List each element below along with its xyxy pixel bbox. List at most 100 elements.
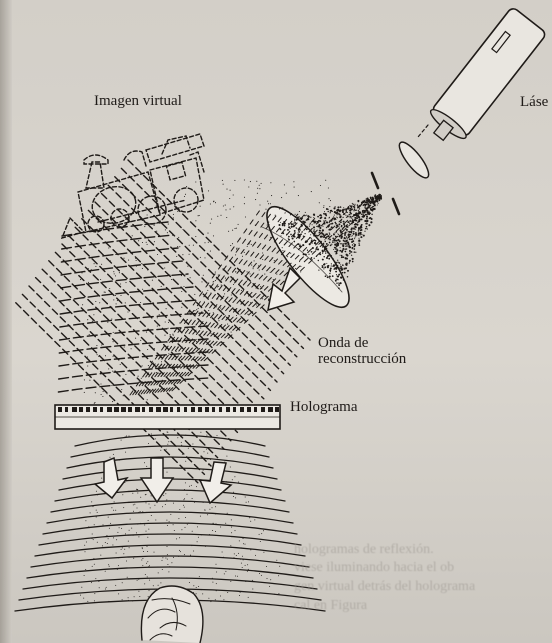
stipple-dot [333,234,335,236]
hologram-fringe-mark [198,407,202,412]
stipple-dot [367,204,369,206]
stipple-dot [128,260,129,261]
stipple-dot [329,255,331,257]
stipple-dot [364,220,366,222]
stipple-dot [305,212,306,213]
wave-front-line [95,202,277,382]
stipple-dot [231,294,232,295]
stipple-dot [104,547,105,548]
stipple-dot [338,287,340,289]
stipple-dot [192,531,193,532]
stipple-dot [325,213,327,215]
stipple-dot [138,591,139,592]
stipple-dot [151,434,152,435]
stipple-dot [129,436,130,437]
wave-front-line [22,294,204,474]
stipple-dot [318,260,319,261]
stipple-dot [97,354,98,355]
stipple-dot [248,569,249,570]
stipple-dot [263,530,264,531]
stipple-dot [168,353,169,354]
stipple-dot [342,272,344,274]
stipple-dot [238,482,239,483]
stipple-dot [128,541,129,542]
stipple-dot [199,354,200,355]
stipple-dot [360,229,362,231]
stipple-dot [127,577,128,578]
stipple-dot [190,555,191,556]
stipple-dot [330,245,332,247]
stipple-dot [367,212,369,214]
stipple-dot [337,276,339,278]
stipple-dot [343,213,345,215]
stipple-dot [97,542,98,543]
stipple-dot [213,523,214,524]
hologram-fringe-mark [107,407,112,412]
stipple-dot [144,525,145,526]
stipple-dot [168,328,169,329]
stipple-dot [200,206,201,207]
stipple-dot [184,554,185,555]
bleed-through-line-3: gen virtual detrás del holograma [294,578,475,596]
stipple-dot [302,221,303,222]
stipple-dot [202,593,203,594]
stipple-dot [151,515,152,516]
stipple-dot [282,207,283,208]
stipple-dot [296,227,297,228]
stipple-dot [343,243,345,245]
stipple-dot [254,519,255,520]
stipple-dot [370,221,372,223]
hologram-fringe-mark [212,407,215,412]
stipple-dot [114,501,115,502]
stipple-dot [233,492,234,493]
stipple-dot [334,242,335,243]
stipple-dot [323,264,325,266]
stipple-dot [368,224,370,226]
stipple-dot [167,232,168,233]
stipple-dot [97,494,98,495]
hologram-fringe-mark [142,407,145,412]
stipple-dot [207,290,208,291]
stipple-dot [204,451,205,452]
stipple-dot [257,188,258,189]
laser-icon [421,6,547,150]
lower-wave-line [43,523,297,534]
stipple-dot [250,181,251,182]
stipple-dot [355,220,357,222]
stipple-dot [311,239,312,240]
stipple-dot [311,257,313,259]
stipple-dot [196,309,197,310]
stipple-dot [349,262,350,263]
stipple-dot [179,537,180,538]
stipple-dot [231,547,232,548]
stipple-dot [328,258,330,260]
stipple-dot [375,198,377,200]
stipple-dot [360,236,362,238]
stipple-dot [207,514,208,515]
stipple-dot [311,251,313,253]
stipple-dot [243,559,244,560]
stipple-dot [172,342,173,343]
stipple-dot [346,245,348,247]
stipple-dot [216,572,217,573]
stipple-dot [176,538,177,539]
stipple-dot [377,196,379,198]
stipple-dot [148,443,149,444]
stipple-dot [365,214,367,216]
stipple-dot [185,194,186,195]
stipple-dot [115,295,116,296]
stipple-dot [110,523,111,524]
stipple-dot [255,199,256,200]
stipple-dot [355,252,356,253]
stipple-dot [142,558,143,559]
stipple-dot [354,204,355,205]
stipple-dot [320,241,322,243]
stipple-dot [341,269,343,271]
stipple-dot [317,216,319,218]
stipple-dot [247,246,248,247]
stipple-dot [348,206,350,208]
stipple-dot [352,238,354,240]
stipple-dot [84,379,85,380]
stipple-dot [341,256,343,258]
